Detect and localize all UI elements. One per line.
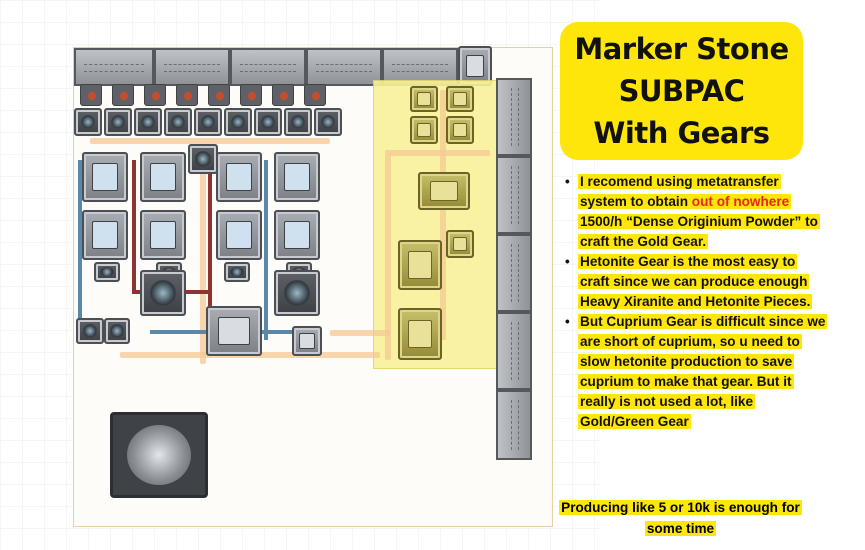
refining-unit-icon[interactable] (140, 152, 186, 202)
input-port-icon[interactable] (80, 84, 102, 106)
processor-unit-icon[interactable] (254, 108, 282, 136)
note-text: 1500/h “Dense Originium Powder” to craft… (580, 214, 818, 249)
conveyor-belt-segment[interactable] (496, 390, 532, 460)
title-box: Marker Stone SUBPAC With Gears (560, 22, 803, 160)
input-port-icon[interactable] (144, 84, 166, 106)
refining-unit-icon[interactable] (216, 152, 262, 202)
conveyor-belt-segment[interactable] (496, 234, 532, 312)
note-highlight: out of nowhere (691, 194, 790, 209)
storage-box-icon[interactable] (446, 230, 474, 258)
conveyor-belt-segment[interactable] (496, 78, 532, 156)
conveyor-belt-segment[interactable] (496, 312, 532, 390)
processor-unit-icon[interactable] (104, 108, 132, 136)
title-line-3: With Gears (593, 116, 770, 150)
splitter-icon[interactable] (94, 262, 120, 282)
input-port-icon[interactable] (112, 84, 134, 106)
depot-unloader-icon[interactable] (458, 46, 492, 86)
storage-box-icon[interactable] (410, 86, 438, 112)
conveyor-line (90, 138, 330, 144)
note-item: Hetonite Gear is the most easy to craft … (565, 252, 827, 312)
gearing-unit-icon[interactable] (398, 240, 442, 290)
storage-hub-icon[interactable] (110, 412, 208, 498)
pipe-line (132, 160, 136, 290)
pipe-line (78, 160, 82, 330)
gearing-unit-icon[interactable] (206, 306, 262, 356)
splitter-icon[interactable] (188, 144, 218, 174)
conveyor-line (330, 330, 390, 336)
note-item: I recomend using metatransfer system to … (565, 172, 827, 252)
conveyor-belt-segment[interactable] (230, 48, 306, 86)
refining-unit-icon[interactable] (82, 210, 128, 260)
input-port-icon[interactable] (272, 84, 294, 106)
input-port-icon[interactable] (176, 84, 198, 106)
mixing-pool-icon[interactable] (140, 270, 186, 316)
processor-unit-icon[interactable] (314, 108, 342, 136)
conveyor-belt-segment[interactable] (306, 48, 382, 86)
refining-unit-icon[interactable] (274, 152, 320, 202)
conveyor-line (385, 150, 391, 360)
refining-unit-icon[interactable] (216, 210, 262, 260)
processor-unit-icon[interactable] (284, 108, 312, 136)
note-text: Hetonite Gear is the most easy to craft … (578, 254, 813, 309)
processor-unit-icon[interactable] (194, 108, 222, 136)
conveyor-belt-segment[interactable] (496, 156, 532, 234)
power-pylon-icon[interactable] (292, 326, 322, 356)
note-item: But Cuprium Gear is difficult since we a… (565, 312, 828, 432)
gearing-unit-icon[interactable] (398, 308, 442, 360)
processor-unit-icon[interactable] (76, 318, 104, 344)
processor-unit-icon[interactable] (164, 108, 192, 136)
input-port-icon[interactable] (304, 84, 326, 106)
processor-unit-icon[interactable] (134, 108, 162, 136)
storage-box-icon[interactable] (446, 116, 474, 144)
splitter-icon[interactable] (224, 262, 250, 282)
footer-note: Producing like 5 or 10k is enough for so… (559, 500, 802, 536)
processor-unit-icon[interactable] (224, 108, 252, 136)
factory-layout-map[interactable] (0, 0, 600, 550)
title-line-2: SUBPAC (618, 74, 745, 108)
notes-panel: Marker Stone SUBPAC With Gears I recomen… (553, 22, 865, 550)
gearing-unit-icon[interactable] (418, 172, 470, 210)
mixing-pool-icon[interactable] (274, 270, 320, 316)
notes-list: I recomend using metatransfer system to … (565, 172, 828, 432)
conveyor-line (200, 144, 206, 364)
processor-unit-icon[interactable] (74, 108, 102, 136)
pipe-line (208, 160, 212, 310)
storage-box-icon[interactable] (446, 86, 474, 112)
input-port-icon[interactable] (240, 84, 262, 106)
processor-unit-icon[interactable] (104, 318, 130, 344)
storage-box-icon[interactable] (410, 116, 438, 144)
conveyor-belt-segment[interactable] (74, 48, 154, 86)
refining-unit-icon[interactable] (82, 152, 128, 202)
title-line-1: Marker Stone (574, 32, 789, 66)
note-text: But Cuprium Gear is difficult since we a… (578, 314, 828, 429)
conveyor-line (440, 90, 446, 340)
note-text: I recomend using metatransfer system to … (580, 174, 779, 209)
conveyor-belt-segment[interactable] (154, 48, 230, 86)
input-port-icon[interactable] (208, 84, 230, 106)
pipe-line (264, 160, 268, 340)
refining-unit-icon[interactable] (140, 210, 186, 260)
refining-unit-icon[interactable] (274, 210, 320, 260)
